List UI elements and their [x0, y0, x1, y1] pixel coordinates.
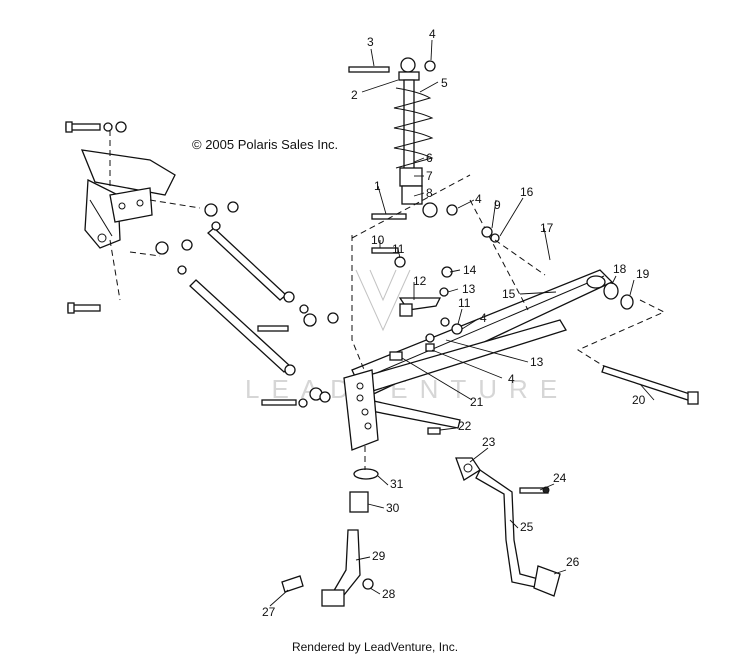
callout-4: 4 — [429, 27, 436, 41]
callout-20: 20 — [632, 393, 646, 407]
frame-bolt-top — [65, 121, 127, 133]
callout-16: 16 — [520, 185, 534, 199]
callout-24: 24 — [553, 471, 567, 485]
lower-link-rod — [155, 239, 296, 376]
callout-6: 6 — [426, 151, 433, 165]
callout-17: 17 — [540, 221, 554, 235]
callout-28: 28 — [382, 587, 396, 601]
frame-bolt-bottom — [67, 302, 101, 314]
copyright-notice: © 2005 Polaris Sales Inc. — [192, 137, 339, 152]
footer-credit: Rendered by LeadVenture, Inc. — [291, 640, 459, 654]
callout-31: 31 — [390, 477, 404, 491]
callout-30: 30 — [386, 501, 400, 515]
callout-4: 4 — [475, 192, 482, 206]
rod-end-bolts — [257, 304, 339, 408]
callout-22: 22 — [458, 419, 472, 433]
callout-29: 29 — [372, 549, 386, 563]
callout-4: 4 — [480, 311, 487, 325]
main-a-arm — [343, 174, 614, 451]
upper-link-rod — [204, 201, 295, 303]
pivot-bolt — [601, 365, 699, 405]
callout-14: 14 — [463, 263, 477, 277]
shock-absorber — [348, 57, 458, 220]
callout-2: 2 — [351, 88, 358, 102]
callout-23: 23 — [482, 435, 496, 449]
callout-7: 7 — [426, 169, 433, 183]
callout-3: 3 — [367, 35, 374, 49]
steering-arm — [371, 247, 463, 361]
watermark-logo — [355, 269, 411, 332]
callout-11: 11 — [458, 296, 471, 310]
callout-27: 27 — [262, 605, 276, 619]
pivot-bushings — [481, 226, 666, 371]
callout-8: 8 — [426, 186, 433, 200]
callout-25: 25 — [520, 520, 534, 534]
leader-lines — [269, 39, 655, 607]
callout-5: 5 — [441, 76, 448, 90]
callout-13: 13 — [530, 355, 544, 369]
callout-26: 26 — [566, 555, 580, 569]
callout-21: 21 — [470, 395, 484, 409]
callout-15: 15 — [502, 287, 516, 301]
frame-bracket — [80, 130, 201, 301]
callout-19: 19 — [636, 267, 650, 281]
callout-13: 13 — [462, 282, 476, 296]
tie-rod — [455, 457, 561, 597]
callout-10: 10 — [371, 233, 385, 247]
callout-18: 18 — [613, 262, 627, 276]
spindle-assembly — [281, 446, 379, 607]
callout-12: 12 — [413, 274, 427, 288]
callout-11: 11 — [392, 242, 405, 256]
callout-1: 1 — [374, 179, 381, 193]
callout-4: 4 — [508, 372, 515, 386]
callout-9: 9 — [494, 198, 501, 212]
callout-labels: 3 4 2 5 6 7 1 8 4 16 9 10 11 17 14 12 13… — [262, 27, 650, 619]
grease-fitting — [427, 427, 441, 435]
